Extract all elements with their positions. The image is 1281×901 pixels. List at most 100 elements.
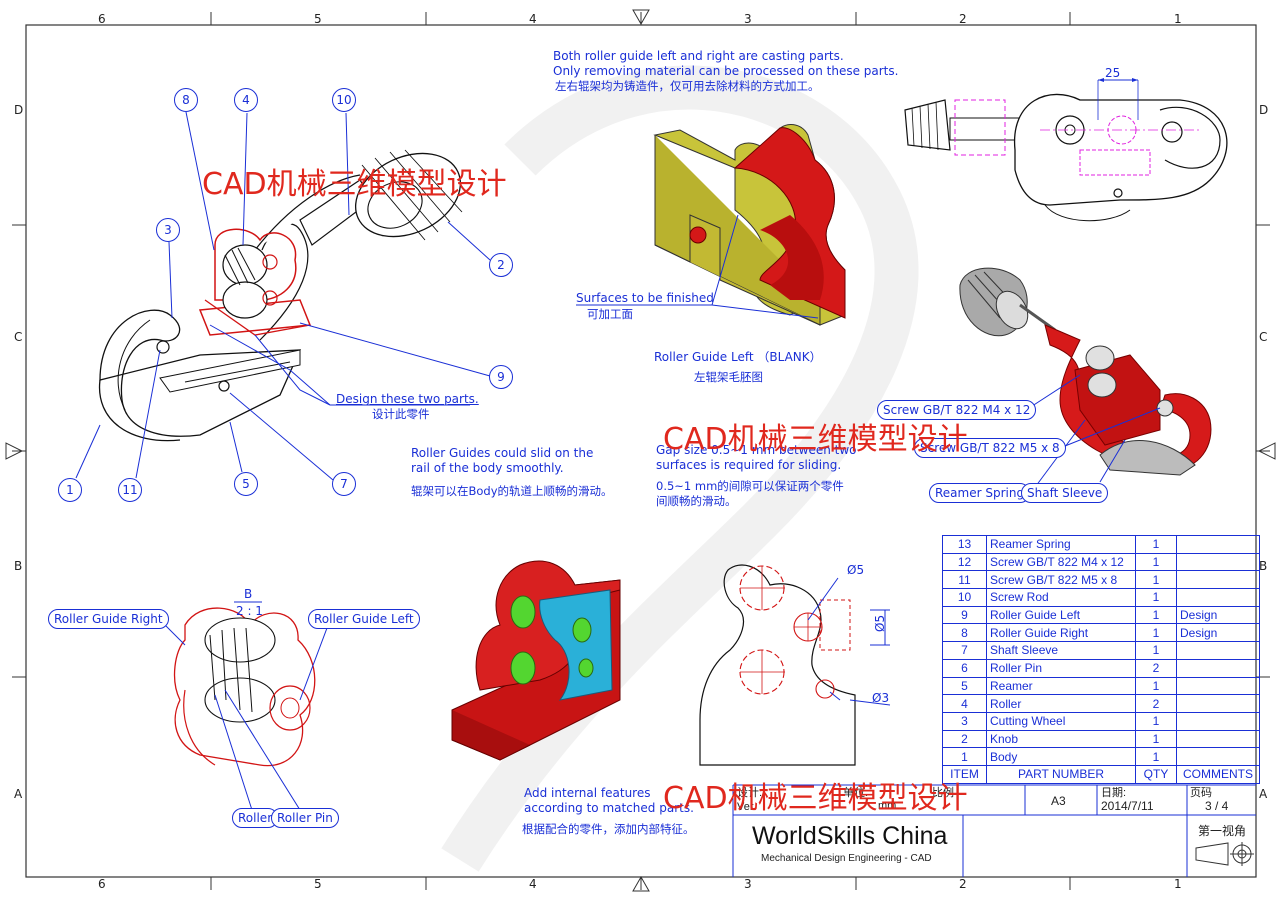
zone-right-a: A [1259,787,1268,801]
date-label: 日期: [1101,787,1127,799]
zone-top-1: 1 [1174,12,1182,26]
zone-left-d: D [14,103,24,117]
projection-label: 第一视角 [1198,824,1247,838]
bom-comments-cell: Design [1176,605,1260,625]
detail-view-b [173,601,316,767]
slide-note-line2: rail of the body smoothly. [411,461,564,475]
bom-comments-cell [1176,570,1260,590]
colored-assembly-view [959,267,1212,476]
page-number: 3 / 4 [1205,799,1229,813]
zone-left-b: B [14,559,23,573]
gap-note-cn-line1: 0.5~1 mm的间隙可以保证两个零件 [656,479,844,493]
bom-qty-cell: 2 [1135,694,1177,713]
sheet-size: A3 [1051,794,1066,808]
callout-roller-guide-right: Roller Guide Right [48,609,169,629]
bom-comments-cell [1176,658,1260,678]
balloon-1: 1 [58,478,82,502]
bom-qty-cell: 1 [1135,552,1177,572]
casting-note-cn: 左右辊架均为铸造件，仅可用去除材料的方式加工。 [555,79,820,93]
bom-comments-cell [1176,535,1260,554]
bom-qty-cell: 1 [1135,711,1177,731]
section-part-view [451,560,621,761]
main-view-leaders [75,111,491,481]
callout-shaft-sleeve: Shaft Sleeve [1021,483,1109,503]
bom-qty-cell: 1 [1135,588,1177,607]
dim-width-25: 25 [1105,66,1121,80]
bom-part-cell: Body [986,747,1136,766]
unit-value: mm [878,800,897,812]
callout-reamer-spring: Reamer Spring [929,483,1031,503]
zone-top-2: 2 [959,12,967,26]
title-block-lines [732,784,1256,877]
bom-item-cell: 11 [942,570,987,590]
balloon-3: 3 [156,218,180,242]
zone-right-d: D [1259,103,1269,117]
bom-part-cell: Shaft Sleeve [986,641,1136,660]
bom-qty-cell: 1 [1135,676,1177,696]
ver-label: Ver [737,801,754,813]
balloon-11: 11 [118,478,142,502]
balloon-4: 4 [234,88,258,112]
bom-qty-cell: 1 [1135,641,1177,660]
bom-part-cell: Roller Pin [986,658,1136,678]
bom-item-cell: 1 [942,747,987,766]
bom-qty-cell: 1 [1135,605,1177,625]
callout-roller: Roller [232,808,279,828]
zone-top-4: 4 [529,12,537,26]
bom-part-cell: Roller Guide Right [986,623,1136,643]
bom-comments-cell [1176,552,1260,572]
zone-right-b: B [1259,559,1268,573]
date-value: 2014/7/11 [1101,799,1154,813]
bom-item-cell: 12 [942,552,987,572]
blank-label-cn: 左辊架毛胚图 [694,370,763,384]
bom-item-cell: 2 [942,729,987,749]
gap-note-line2: surfaces is required for sliding. [656,458,842,472]
watermark-middle: CAD机械三维模型设计 [663,422,968,457]
bom-comments-cell [1176,729,1260,749]
bom-part-cell: Roller Guide Left [986,605,1136,625]
blank-leaders [576,214,819,319]
internal-note-line2: according to matched parts. [524,801,694,815]
zone-bottom-5: 5 [314,877,322,891]
zone-top-6: 6 [98,12,106,26]
bom-item-cell: 7 [942,641,987,660]
zone-top-3: 3 [744,12,752,26]
bom-item-cell: 9 [942,605,987,625]
design-note: Design these two parts. [336,392,479,406]
ratio-label: 比例 [932,787,954,799]
bom-part-cell: Knob [986,729,1136,749]
organization-name: WorldSkills China [752,822,948,850]
bom-part-cell: Reamer [986,676,1136,696]
bom-qty-cell: 1 [1135,535,1177,554]
internal-note-cn: 根据配合的零件，添加内部特征。 [522,822,695,836]
slide-note-cn: 辊架可以在Body的轨道上顺畅的滑动。 [411,484,613,498]
bom-item-cell: 10 [942,588,987,607]
bom-part-cell: Screw GB/T 822 M4 x 12 [986,552,1136,572]
zone-bottom-1: 1 [1174,877,1182,891]
callout-roller-guide-left: Roller Guide Left [308,609,420,629]
balloon-2: 2 [489,253,513,277]
internal-note-line1: Add internal features [524,786,651,800]
bom-item-cell: 13 [942,535,987,554]
watermark-bottom: CAD机械三维模型设计 [663,781,968,816]
bom-item-cell: 4 [942,694,987,713]
callout-screw-m4: Screw GB/T 822 M4 x 12 [877,400,1037,420]
bom-part-cell: Screw Rod [986,588,1136,607]
unit-label: 单位: [843,787,869,799]
balloon-8: 8 [174,88,198,112]
bom-part-cell: Reamer Spring [986,535,1136,554]
balloon-5: 5 [234,472,258,496]
bom-part-cell: Cutting Wheel [986,711,1136,731]
page-label: 页码 [1190,787,1212,799]
bom-qty-cell: 1 [1135,570,1177,590]
watermark-top: CAD机械三维模型设计 [202,167,507,202]
